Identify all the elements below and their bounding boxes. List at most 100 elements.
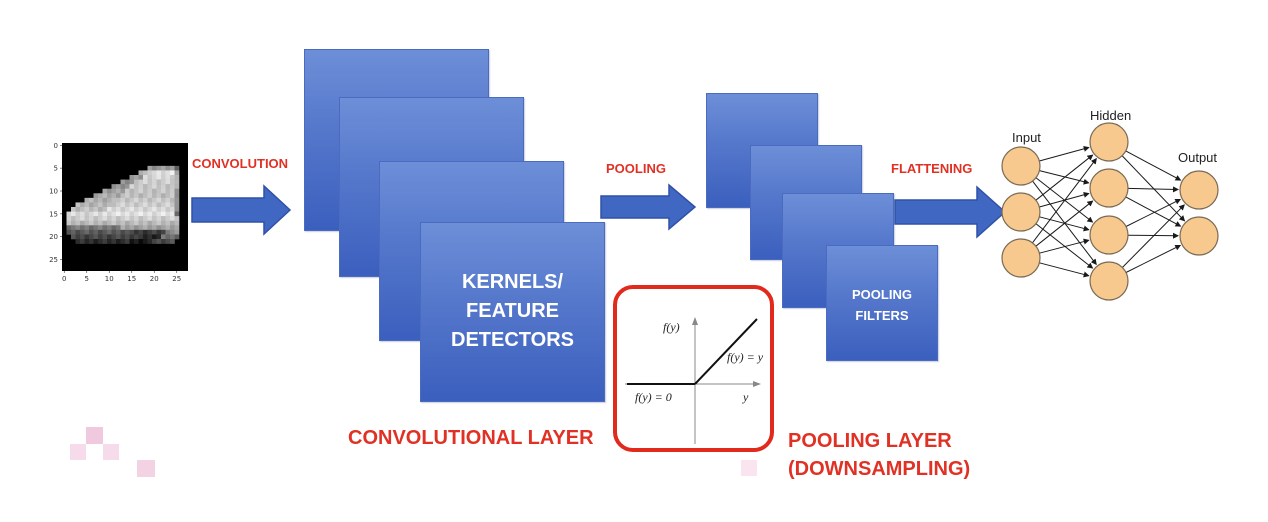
image-pixel [93,234,99,240]
image-pixel [147,170,153,176]
image-pixel [147,165,153,171]
image-x-tick-label: 25 [172,275,181,283]
image-pixel [84,207,90,212]
image-pixel [125,193,130,199]
image-pixel [143,234,148,240]
image-pixel [138,216,144,222]
pooling-arrow [600,183,701,231]
image-pixel [71,234,76,240]
kernels-line-2: FEATURE [466,300,559,322]
image-pixel [147,220,153,226]
image-pixel [89,239,94,244]
image-pixel [116,197,121,203]
image-pixel [161,179,166,185]
image-pixel [80,202,85,208]
image-pixel [80,225,85,231]
hidden-layer-label: Hidden [1090,108,1131,123]
image-pixel [152,216,157,222]
image-pixel [147,188,153,194]
image-pixel [134,202,139,208]
image-pixel [143,179,148,185]
image-pixel [116,216,121,222]
image-pixel [107,188,112,194]
kernels-line-1: KERNELS/ [461,271,564,293]
network-edge [1121,155,1186,222]
image-pixel [156,229,162,235]
decorative-square [103,444,119,460]
input-node [1001,192,1041,232]
image-pixel [170,239,175,244]
image-pixel [111,211,117,217]
image-pixel [134,220,139,226]
image-pixel [120,234,126,240]
neural-network: Input Hidden Output [995,100,1235,315]
image-y-tick-label: 5 [54,165,58,173]
image-pixel [120,229,126,235]
decorative-square [137,460,155,477]
image-pixel [174,179,180,185]
image-pixel [161,193,166,199]
image-pixel [143,239,148,244]
image-pixel [143,202,148,208]
image-pixel [93,211,99,217]
image-pixel [107,216,112,222]
image-pixel [129,211,135,217]
image-pixel [138,197,144,203]
image-pixel [84,216,90,222]
image-pixel [170,184,175,190]
image-pixel [84,220,90,226]
image-pixel [98,207,103,212]
image-pixel [152,184,157,190]
image-x-tick-label: 20 [150,275,159,283]
image-pixel [80,211,85,217]
image-pixel [125,239,130,244]
image-pixel [138,207,144,212]
image-pixel [93,202,99,208]
image-pixel [111,197,117,203]
image-pixel [138,170,144,176]
image-pixel [143,188,148,194]
image-pixel [125,184,130,190]
image-pixel [66,211,72,217]
image-pixel [102,239,108,244]
image-pixel [147,234,153,240]
image-pixel [174,229,180,235]
image-pixel [138,175,144,180]
image-pixel [138,220,144,226]
image-pixel [111,184,117,190]
image-pixel [84,197,90,203]
convolution-arrow [191,184,292,236]
image-pixel [120,179,126,185]
image-pixel [134,184,139,190]
image-pixel [170,179,175,185]
output-layer-label: Output [1178,150,1217,165]
image-pixel [170,193,175,199]
image-pixel [165,184,171,190]
network-edge [1039,145,1090,162]
image-pixel [138,184,144,190]
image-pixel [156,239,162,244]
image-pixel [129,216,135,222]
image-y-tick-label: 15 [49,210,58,218]
image-pixel [107,197,112,203]
image-pixel [129,239,135,244]
network-edge [1039,191,1090,208]
image-pixel [120,216,126,222]
network-edge [1039,170,1090,185]
image-pixel [107,202,112,208]
image-pixel [129,220,135,226]
network-edge [1125,196,1182,227]
image-pixel [129,229,135,235]
image-pixel [152,225,157,231]
image-pixel [134,225,139,231]
relu-positive-label: f(y) = y [727,350,764,364]
image-pixel [102,211,108,217]
output-node [1179,170,1219,210]
image-pixel [75,202,81,208]
image-pixel [111,216,117,222]
input-node [1001,146,1041,186]
image-pixel [161,211,166,217]
image-pixel [143,216,148,222]
image-pixel [147,225,153,231]
image-pixel [89,207,94,212]
